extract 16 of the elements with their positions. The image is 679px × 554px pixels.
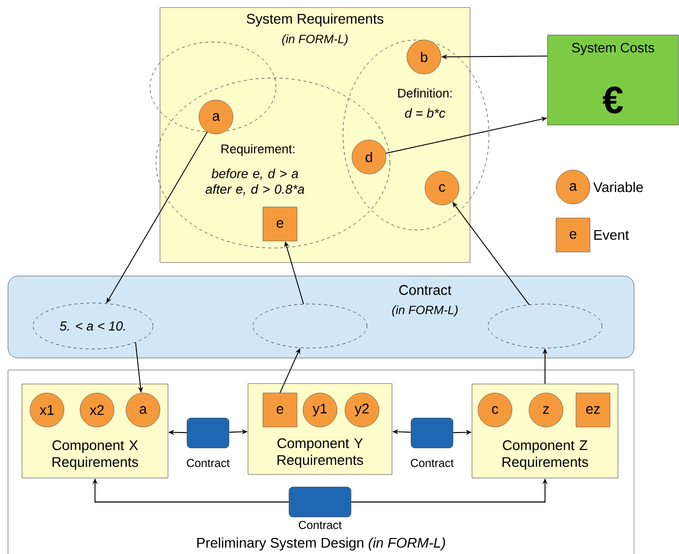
contract-ellipse xyxy=(252,304,368,348)
contract-box xyxy=(288,486,352,518)
scope-ellipse xyxy=(150,42,276,132)
contract-label: Contract xyxy=(298,520,342,530)
event-square: e xyxy=(262,392,298,428)
node-label: Variable xyxy=(593,182,643,192)
contract-box xyxy=(186,418,230,448)
event-square: e xyxy=(262,206,298,242)
costs-box: System Costs € xyxy=(547,34,679,126)
contract-ellipse xyxy=(488,304,602,348)
contract-label: Contract xyxy=(186,458,230,468)
event-square: ez xyxy=(576,392,610,428)
contract-label: Contract xyxy=(410,458,454,468)
legend-square: e xyxy=(556,218,590,252)
contract-box xyxy=(410,418,454,448)
node-label: Event xyxy=(594,230,629,240)
